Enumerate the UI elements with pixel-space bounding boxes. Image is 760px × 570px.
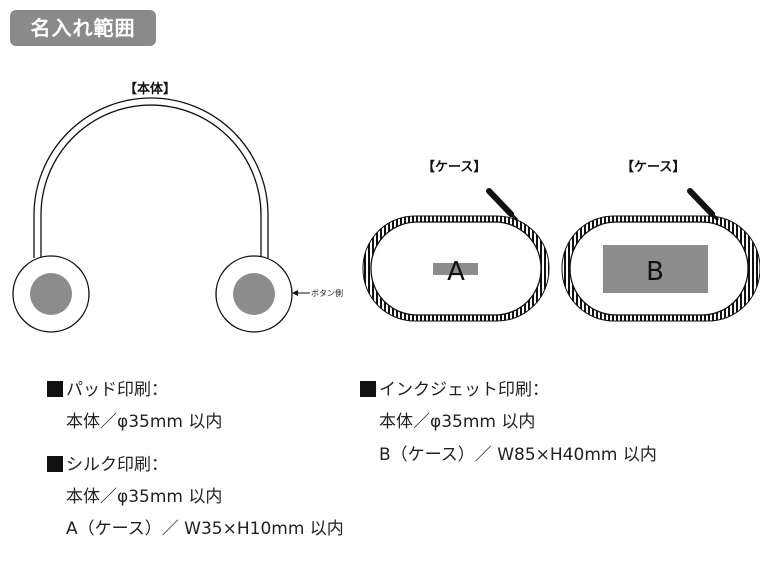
pad-print-heading: パッド印刷：	[47, 380, 168, 400]
silk-print-line: A（ケース）／ W35×H10mm 以内	[66, 519, 344, 539]
bullet-square-icon	[47, 456, 63, 472]
silk-print-heading: シルク印刷：	[47, 455, 168, 475]
pad-print-line: 本体／φ35mm 以内	[66, 412, 223, 432]
headphones-drawing	[12, 97, 310, 333]
case-b-letter: B	[646, 257, 664, 287]
inkjet-print-heading: インクジェット印刷：	[360, 380, 549, 400]
case-b-label: 【ケース】	[621, 160, 686, 175]
silk-print-line: 本体／φ35mm 以内	[66, 487, 223, 507]
headband-outer	[33, 97, 269, 258]
case-a-label: 【ケース】	[422, 160, 487, 175]
button-side-label: ボタン側	[311, 289, 343, 298]
inkjet-print-line: 本体／φ35mm 以内	[379, 412, 536, 432]
headband-inner	[40, 104, 262, 258]
bullet-square-icon	[47, 381, 63, 397]
case-a-print-area	[433, 263, 478, 275]
case-b-print-area	[603, 245, 708, 293]
case-a-letter: A	[447, 257, 465, 287]
section-title-badge: 名入れ範囲	[10, 10, 156, 46]
left-print-area	[30, 273, 72, 315]
body-label: 【本体】	[124, 82, 177, 97]
bullet-square-icon	[360, 381, 376, 397]
case-a-drawing: A	[362, 188, 550, 322]
inkjet-print-line: B（ケース）／ W85×H40mm 以内	[379, 445, 657, 465]
right-print-area	[233, 273, 275, 315]
case-b-drawing: B	[561, 188, 760, 322]
